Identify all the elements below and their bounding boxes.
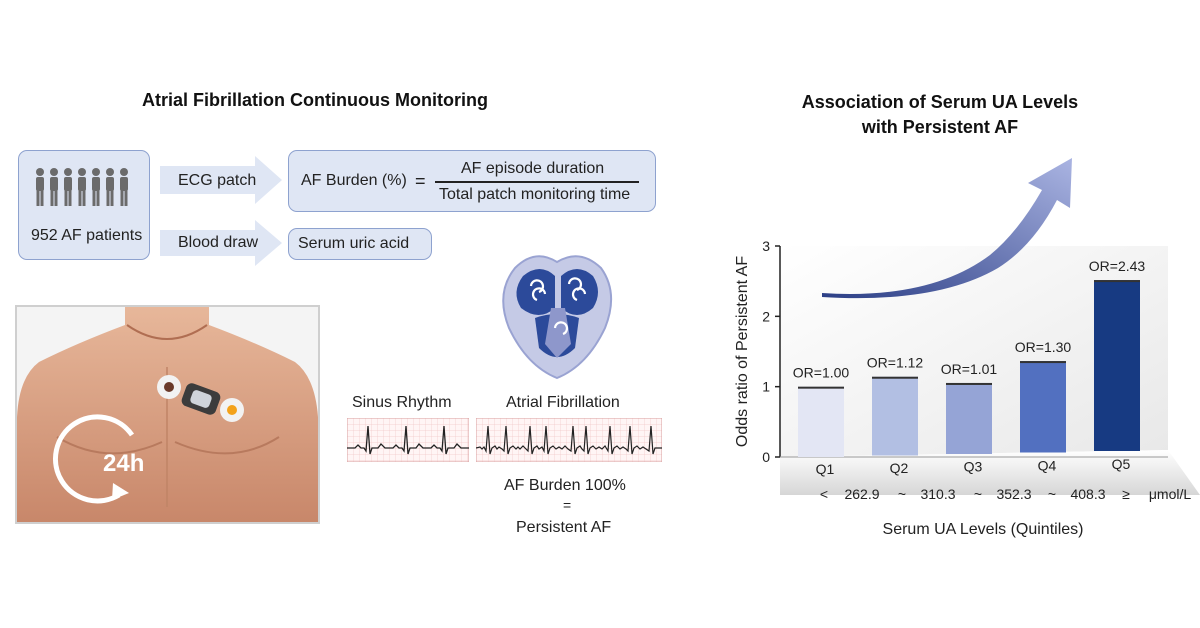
x-tick-label-q3: Q3	[964, 459, 983, 475]
af-burden-formula-box: AF Burden (%) = AF episode duration Tota…	[288, 150, 656, 212]
cutoff-label: ~	[1048, 486, 1056, 502]
y-tick-label: 2	[762, 308, 770, 324]
cutoff-label: 352.3	[996, 486, 1031, 502]
people-icon	[36, 168, 128, 206]
equivalence-sign: =	[563, 497, 572, 513]
left-panel-title: Atrial Fibrillation Continuous Monitorin…	[142, 90, 488, 110]
patients-label: 952 AF patients	[31, 227, 143, 244]
cutoff-label: ~	[898, 486, 906, 502]
right-panel-title: Association of Serum UA Levels with Pers…	[745, 90, 1135, 140]
x-tick-label-q5: Q5	[1112, 456, 1131, 472]
y-tick-label: 0	[762, 449, 770, 465]
patients-box: 952 AF patients	[18, 150, 150, 260]
serum-uric-acid-label: Serum uric acid	[298, 235, 410, 252]
24h-badge: 24h	[103, 450, 145, 477]
bar-q4	[1020, 361, 1066, 453]
bar-top-edge	[946, 382, 992, 385]
right-title-line2: with Persistent AF	[861, 117, 1019, 137]
atrial-fibrillation-ecg-strip	[476, 418, 662, 462]
formula-numerator: AF episode duration	[461, 160, 605, 177]
ecg-arrow-icon	[160, 156, 282, 204]
chart-bars	[798, 280, 1140, 457]
data-label-q5: OR=2.43	[1089, 258, 1146, 274]
cutoff-label: ≥	[1122, 486, 1130, 502]
24h-cycle-icon	[52, 414, 135, 504]
y-tick-label: 3	[762, 238, 770, 254]
cutoff-label: 408.3	[1070, 486, 1105, 502]
bar-q3	[946, 382, 992, 454]
data-label-q3: OR=1.01	[941, 361, 998, 377]
bar-top-edge	[798, 386, 844, 389]
bar-q5	[1094, 280, 1140, 451]
x-tick-label-q2: Q2	[890, 460, 909, 476]
chart-floor	[780, 450, 1200, 495]
x-tick-label-q1: Q1	[816, 461, 835, 477]
torso-illustration: 24h	[15, 305, 320, 524]
bar-q1	[798, 386, 844, 457]
equals-sign: =	[415, 171, 426, 191]
cutoff-label: 262.9	[844, 486, 879, 502]
unit-label: μmol/L	[1149, 486, 1192, 502]
af-burden-100-label: AF Burden 100%	[504, 477, 626, 494]
data-label-q2: OR=1.12	[867, 355, 924, 371]
blood-draw-label: Blood draw	[178, 234, 259, 251]
persistent-af-label: Persistent AF	[516, 519, 612, 536]
x-tick-label-q4: Q4	[1038, 457, 1057, 473]
y-axis-label: Odds ratio of Persistent AF	[734, 256, 751, 447]
bar-top-edge	[872, 376, 918, 379]
heart-illustration	[502, 255, 613, 380]
cutoff-label: ~	[974, 486, 982, 502]
data-label-q1: OR=1.00	[793, 365, 850, 381]
bar-top-edge	[1094, 280, 1140, 283]
af-burden-label: AF Burden (%)	[301, 172, 407, 189]
ecg-patch-label: ECG patch	[178, 172, 257, 189]
sinus-rhythm-ecg-strip	[347, 418, 469, 462]
cutoff-label: <	[820, 486, 828, 502]
cutoff-label: 310.3	[920, 486, 955, 502]
x-axis-label: Serum UA Levels (Quintiles)	[883, 521, 1084, 538]
y-tick-label: 1	[762, 379, 770, 395]
data-label-q4: OR=1.30	[1015, 339, 1072, 355]
ecg-patch-icon	[157, 375, 244, 422]
bar-top-edge	[1020, 361, 1066, 364]
serum-uric-acid-box: Serum uric acid	[288, 228, 432, 260]
right-title-line1: Association of Serum UA Levels	[801, 92, 1079, 112]
atrial-fibrillation-label: Atrial Fibrillation	[506, 394, 620, 411]
bar-q2	[872, 376, 918, 456]
sinus-rhythm-label: Sinus Rhythm	[352, 394, 452, 411]
fraction-bar	[435, 181, 639, 183]
formula-denominator: Total patch monitoring time	[439, 186, 631, 203]
blood-arrow-icon	[160, 220, 282, 266]
rising-trend-arrow-icon	[822, 158, 1072, 299]
